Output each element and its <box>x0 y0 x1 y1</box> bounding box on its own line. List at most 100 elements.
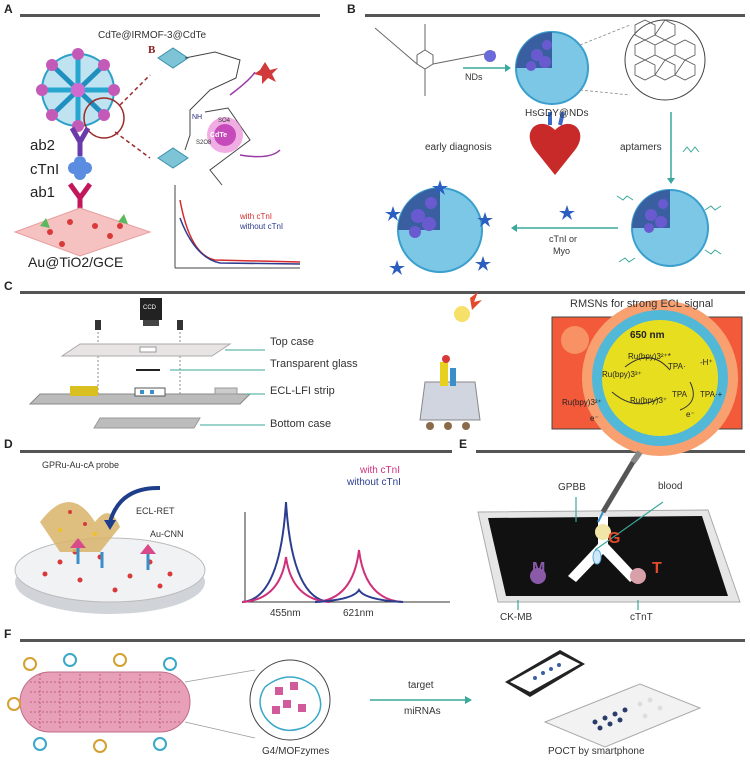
panel-f: target miRNAs G4/MOFzymes POCT by smartp… <box>0 642 750 761</box>
well-plate-icon <box>543 683 702 748</box>
zoom-circle <box>83 97 125 139</box>
nds-label: NDs <box>465 72 483 82</box>
target-label-line2: Myo <box>553 246 571 256</box>
nm650-label: 650 nm <box>630 330 665 341</box>
peak-455-without <box>241 501 331 603</box>
panel-f-rule <box>20 639 745 642</box>
g4-mofzyme-zoom-icon <box>249 659 331 741</box>
x-label-455: 455nm <box>270 608 301 619</box>
h-plus-label: -H⁺ <box>700 358 713 367</box>
capture-probe-icons <box>70 538 156 570</box>
ecl-lfi-strip-label: ECL-LFI strip <box>270 385 335 397</box>
panel-label-f: F <box>4 627 12 641</box>
panel-e-rule <box>476 450 745 453</box>
bottom-case-plate <box>93 417 201 429</box>
nh-label: NH <box>192 114 203 121</box>
ru-reduced-label: Ru(bpy)3⁺ <box>630 396 668 405</box>
m-marker-label: M <box>532 560 546 577</box>
legend-with-ctni-d: with cTnI <box>360 465 401 476</box>
panel-d-illustration <box>14 485 450 614</box>
aptamer-sphere-icon <box>616 189 722 267</box>
hsgdy-label: HsGDY@NDs <box>525 108 589 119</box>
heart-icon <box>529 111 581 175</box>
detected-sphere-icon <box>385 180 493 275</box>
gpbb-label: GPBB <box>558 482 586 493</box>
ecl-ret-arrow <box>108 485 161 523</box>
ab2-label: ab2 <box>30 137 56 154</box>
electrode-label: Au@TiO2/GCE <box>28 254 124 270</box>
without-ctni-curve <box>179 217 301 265</box>
mof-nanorod-icon <box>7 653 191 753</box>
ru-ground-label: Ru(bpy)3²⁺ <box>562 398 602 407</box>
panel-d-rule <box>20 450 452 453</box>
nd-particle-icon <box>484 50 496 62</box>
ab2-antibody-icon <box>69 126 91 156</box>
panel-c-illustration <box>28 292 743 456</box>
panel-e-illustration <box>477 450 741 610</box>
ckmb-label: CK-MB <box>500 612 533 623</box>
legend-with-ctni: with cTnI <box>240 212 273 221</box>
sensor-disk-icon <box>14 537 206 614</box>
target-label-line1: cTnI or <box>549 234 578 244</box>
ccd-label: CCD <box>143 305 156 311</box>
ecl-device-icon <box>419 292 482 430</box>
ecl-ret-label: ECL-RET <box>136 506 175 516</box>
panel-f-illustration <box>7 650 702 753</box>
s2o8-label: S2O8 <box>196 140 212 146</box>
electron-label-2: e⁻ <box>686 410 695 419</box>
tpa-label: TPA <box>672 390 687 399</box>
legend-without-ctni: without cTnI <box>240 222 284 231</box>
ctnt-label: cTnT <box>630 612 653 623</box>
ab1-label: ab1 <box>30 184 56 201</box>
aptamer-icon <box>682 146 700 153</box>
probe-sheet-icon <box>40 502 120 552</box>
target-star-icon <box>559 205 575 220</box>
tpa-radical-label: TPA· <box>668 362 686 371</box>
with-ctni-curve <box>179 199 301 263</box>
panel-b-rule <box>365 14 745 17</box>
g-marker-label: G <box>608 530 621 547</box>
panel-a-rule <box>20 14 320 17</box>
x-label-621: 621nm <box>343 608 374 619</box>
graphdiyne-lattice-icon <box>624 19 706 101</box>
panel-a: CdTe@IRMOF-3@CdTe <box>0 0 340 275</box>
mirnas-label: miRNAs <box>404 706 441 717</box>
mof-cage-icon <box>36 48 120 132</box>
electron-label-1: e⁻ <box>590 414 599 423</box>
aptamers-label: aptamers <box>620 142 662 153</box>
monomer-molecule-icon <box>374 24 496 96</box>
panel-c-rule <box>20 291 745 294</box>
tpa-cation-label: TPA·+ <box>700 390 723 399</box>
pipette-icon <box>597 450 643 523</box>
ecl-burst-icon <box>254 62 278 84</box>
poct-label: POCT by smartphone <box>548 746 645 757</box>
top-case-label: Top case <box>270 336 315 348</box>
panel-a-title: CdTe@IRMOF-3@CdTe <box>98 30 207 41</box>
panel-a-illustration <box>13 47 301 269</box>
probe-label: GPRu-Au-cA probe <box>42 460 120 470</box>
hsgdy-sphere-icon <box>515 31 589 105</box>
electrode-plate-icon <box>13 207 152 257</box>
panel-e: GPBB blood G M T CK-MB cTnT <box>458 450 750 624</box>
panel-a-inset-plot <box>174 185 301 269</box>
smartphone-icon <box>505 650 585 697</box>
cdte-label: CdTe <box>210 132 227 139</box>
ctni-label: cTnI <box>30 161 60 178</box>
panel-b: NDs HsGDY@NDs aptamers early diagnosis c… <box>345 0 750 275</box>
target-label: target <box>408 680 434 691</box>
g4-mofzymes-label: G4/MOFzymes <box>262 746 330 757</box>
legend-without-ctni-d: without cTnI <box>347 477 401 488</box>
peak-621-with <box>314 549 404 603</box>
ctni-protein-icon <box>68 156 92 180</box>
panel-b-illustration <box>374 19 722 275</box>
ru-oxidized-label: Ru(bpy)3³⁺ <box>602 370 642 379</box>
panel-label-b: B <box>347 2 356 16</box>
panel-d: GPRu-Au-cA probe ECL-RET Au-CNN with cTn… <box>0 452 455 624</box>
spectrum-plot <box>244 512 450 603</box>
au-cnn-label: Au-CNN <box>150 529 184 539</box>
lfi-strip-icon <box>28 386 252 405</box>
transparent-glass-label: Transparent glass <box>270 358 358 370</box>
blood-label: blood <box>658 481 683 492</box>
peak-621-without <box>314 588 404 603</box>
rmsn-mechanism-box <box>551 300 743 456</box>
